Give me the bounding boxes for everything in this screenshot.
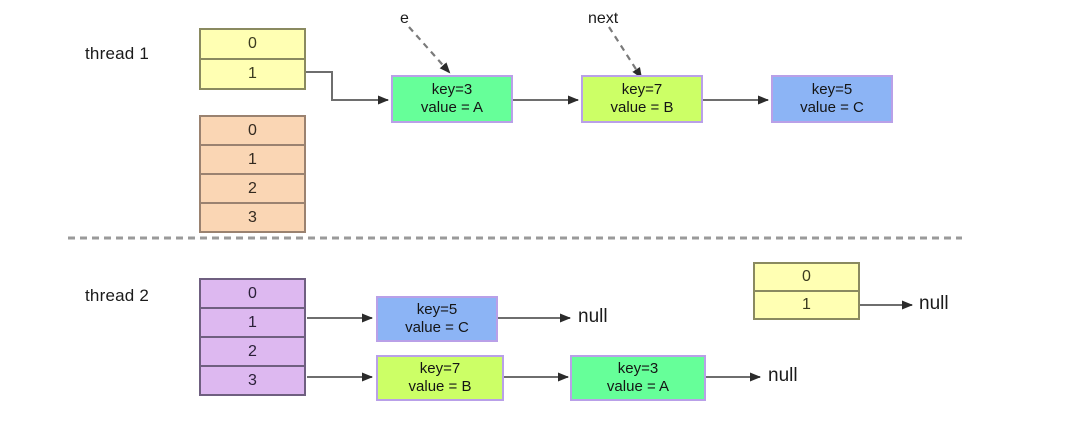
null-label-bucket3: null (768, 365, 798, 386)
pointer-label-next: next (588, 10, 619, 27)
thread1-node-key-7: key=7 value = B (581, 75, 703, 123)
thread-1-label: thread 1 (85, 44, 149, 63)
thread1-node-key-3: key=3 value = A (391, 75, 513, 123)
thread1-node-key-5: key=5 value = C (771, 75, 893, 123)
bucket-cell-3: 3 (248, 208, 257, 226)
thread2-node-key-7: key=7 value = B (376, 355, 504, 401)
node-value: value = B (408, 378, 472, 395)
node-value: value = C (405, 319, 469, 336)
wire-t1-bucket1-to-key3 (306, 71, 389, 105)
bucket-cell-1: 1 (201, 146, 304, 175)
bucket-cell-2: 2 (201, 175, 304, 204)
node-value: value = B (610, 99, 674, 116)
node-value: value = A (420, 99, 484, 116)
thread-2-label: thread 2 (85, 286, 149, 305)
node-key: key=3 (431, 80, 473, 98)
bucket-cell-1: 1 (248, 65, 257, 82)
thread2-old-bucket-array: 0 1 (753, 262, 860, 320)
node-key: key=7 (419, 359, 461, 377)
thread2-node-key-3: key=3 value = A (570, 355, 706, 401)
null-label-old-bucket1: null (919, 293, 949, 314)
node-value: value = C (800, 99, 864, 116)
node-key: key=5 (811, 80, 853, 98)
thread2-resized-bucket-array: 0 1 2 3 (199, 278, 306, 396)
bucket-cell-0: 0 (755, 264, 858, 292)
bucket-cell-0: 0 (201, 117, 304, 146)
node-key: key=7 (621, 80, 663, 98)
bucket-cell-1: 1 (201, 309, 304, 338)
thread2-node-key-5: key=5 value = C (376, 296, 498, 342)
node-value: value = A (606, 378, 670, 395)
thread1-old-bucket-array: 0 1 (199, 28, 306, 90)
bucket-cell-3: 3 (248, 371, 257, 389)
pointer-label-e: e (400, 10, 409, 27)
node-key: key=5 (416, 300, 458, 318)
wire-pointer-e (408, 26, 451, 74)
bucket-cell-1: 1 (802, 296, 811, 313)
bucket-cell-0: 0 (201, 280, 304, 309)
thread1-new-bucket-array: 0 1 2 3 (199, 115, 306, 233)
node-key: key=3 (617, 359, 659, 377)
null-label-bucket1: null (578, 306, 608, 327)
bucket-cell-0: 0 (201, 30, 304, 60)
wire-pointer-next (608, 26, 643, 79)
bucket-cell-2: 2 (201, 338, 304, 367)
